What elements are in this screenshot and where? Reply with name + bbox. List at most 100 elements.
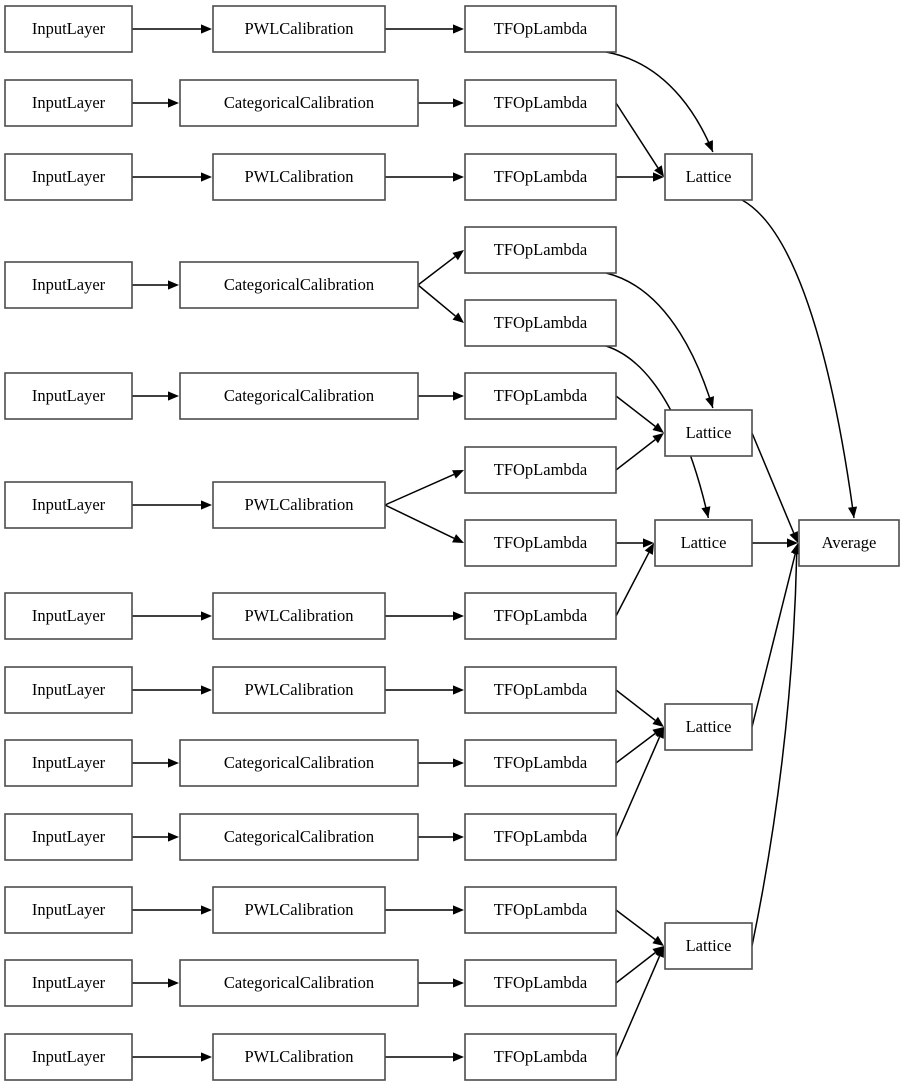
node-box[interactable]	[654, 519, 753, 567]
node-input-layer[interactable]: InputLayer	[4, 592, 133, 640]
node-box[interactable]	[464, 5, 617, 53]
node-box[interactable]	[4, 79, 133, 127]
node-box[interactable]	[464, 666, 617, 714]
node-box[interactable]	[4, 592, 133, 640]
node-box[interactable]	[212, 592, 386, 640]
node-average[interactable]: Average	[798, 519, 900, 567]
node-input-layer[interactable]: InputLayer	[4, 1033, 133, 1081]
edge-input-layer-to-pwlcalibration	[132, 500, 212, 510]
node-pwlcalibration[interactable]: PWLCalibration	[212, 1033, 386, 1081]
node-box[interactable]	[464, 226, 617, 274]
node-box[interactable]	[464, 813, 617, 861]
node-categorical-calibration[interactable]: CategoricalCalibration	[179, 813, 419, 861]
node-categorical-calibration[interactable]: CategoricalCalibration	[179, 261, 419, 309]
node-input-layer[interactable]: InputLayer	[4, 153, 133, 201]
node-box[interactable]	[4, 1033, 133, 1081]
node-box[interactable]	[464, 592, 617, 640]
node-lattice[interactable]: Lattice	[654, 519, 753, 567]
node-box[interactable]	[464, 372, 617, 420]
node-categorical-calibration[interactable]: CategoricalCalibration	[179, 79, 419, 127]
node-box[interactable]	[179, 372, 419, 420]
node-box[interactable]	[212, 886, 386, 934]
node-box[interactable]	[464, 1033, 617, 1081]
node-box[interactable]	[4, 481, 133, 529]
node-input-layer[interactable]: InputLayer	[4, 813, 133, 861]
node-pwlcalibration[interactable]: PWLCalibration	[212, 153, 386, 201]
node-box[interactable]	[464, 446, 617, 494]
node-box[interactable]	[664, 922, 753, 970]
node-box[interactable]	[464, 153, 617, 201]
node-categorical-calibration[interactable]: CategoricalCalibration	[179, 739, 419, 787]
node-input-layer[interactable]: InputLayer	[4, 5, 133, 53]
node-box[interactable]	[212, 481, 386, 529]
edge-arrowhead	[652, 422, 664, 433]
node-tfop-lambda[interactable]: TFOpLambda	[464, 1033, 617, 1081]
node-tfop-lambda[interactable]: TFOpLambda	[464, 299, 617, 347]
node-box[interactable]	[464, 519, 617, 567]
node-input-layer[interactable]: InputLayer	[4, 666, 133, 714]
node-box[interactable]	[4, 153, 133, 201]
node-box[interactable]	[464, 79, 617, 127]
node-box[interactable]	[212, 666, 386, 714]
node-box[interactable]	[664, 703, 753, 751]
node-pwlcalibration[interactable]: PWLCalibration	[212, 592, 386, 640]
node-box[interactable]	[212, 5, 386, 53]
node-input-layer[interactable]: InputLayer	[4, 886, 133, 934]
node-box[interactable]	[464, 739, 617, 787]
node-box[interactable]	[212, 1033, 386, 1081]
node-box[interactable]	[4, 813, 133, 861]
node-box[interactable]	[4, 666, 133, 714]
node-pwlcalibration[interactable]: PWLCalibration	[212, 886, 386, 934]
node-pwlcalibration[interactable]: PWLCalibration	[212, 481, 386, 529]
node-box[interactable]	[4, 5, 133, 53]
node-box[interactable]	[798, 519, 900, 567]
node-tfop-lambda[interactable]: TFOpLambda	[464, 372, 617, 420]
node-lattice[interactable]: Lattice	[664, 922, 753, 970]
node-tfop-lambda[interactable]: TFOpLambda	[464, 153, 617, 201]
node-input-layer[interactable]: InputLayer	[4, 261, 133, 309]
node-box[interactable]	[664, 153, 753, 201]
node-box[interactable]	[664, 409, 753, 457]
node-tfop-lambda[interactable]: TFOpLambda	[464, 79, 617, 127]
node-lattice[interactable]: Lattice	[664, 409, 753, 457]
node-box[interactable]	[179, 79, 419, 127]
node-box[interactable]	[464, 886, 617, 934]
node-input-layer[interactable]: InputLayer	[4, 739, 133, 787]
node-box[interactable]	[4, 886, 133, 934]
node-input-layer[interactable]: InputLayer	[4, 481, 133, 529]
node-box[interactable]	[4, 372, 133, 420]
node-box[interactable]	[179, 261, 419, 309]
node-tfop-lambda[interactable]: TFOpLambda	[464, 886, 617, 934]
node-tfop-lambda[interactable]: TFOpLambda	[464, 666, 617, 714]
node-tfop-lambda[interactable]: TFOpLambda	[464, 739, 617, 787]
edge-arrowhead	[168, 832, 179, 842]
node-tfop-lambda[interactable]: TFOpLambda	[464, 592, 617, 640]
node-tfop-lambda[interactable]: TFOpLambda	[464, 959, 617, 1007]
node-categorical-calibration[interactable]: CategoricalCalibration	[179, 959, 419, 1007]
node-box[interactable]	[212, 153, 386, 201]
node-box[interactable]	[4, 261, 133, 309]
node-box[interactable]	[179, 959, 419, 1007]
node-categorical-calibration[interactable]: CategoricalCalibration	[179, 372, 419, 420]
node-lattice[interactable]: Lattice	[664, 153, 753, 201]
node-box[interactable]	[464, 299, 617, 347]
edge-line	[615, 732, 656, 764]
node-tfop-lambda[interactable]: TFOpLambda	[464, 813, 617, 861]
node-box[interactable]	[179, 739, 419, 787]
edge-arrowhead	[655, 727, 664, 739]
node-tfop-lambda[interactable]: TFOpLambda	[464, 519, 617, 567]
node-box[interactable]	[464, 959, 617, 1007]
node-box[interactable]	[4, 959, 133, 1007]
node-lattice[interactable]: Lattice	[664, 703, 753, 751]
node-pwlcalibration[interactable]: PWLCalibration	[212, 5, 386, 53]
node-box[interactable]	[179, 813, 419, 861]
node-box[interactable]	[4, 739, 133, 787]
node-input-layer[interactable]: InputLayer	[4, 79, 133, 127]
node-tfop-lambda[interactable]: TFOpLambda	[464, 5, 617, 53]
node-pwlcalibration[interactable]: PWLCalibration	[212, 666, 386, 714]
node-tfop-lambda[interactable]: TFOpLambda	[464, 446, 617, 494]
edge-arrowhead	[453, 391, 464, 401]
node-tfop-lambda[interactable]: TFOpLambda	[464, 226, 617, 274]
node-input-layer[interactable]: InputLayer	[4, 372, 133, 420]
node-input-layer[interactable]: InputLayer	[4, 959, 133, 1007]
